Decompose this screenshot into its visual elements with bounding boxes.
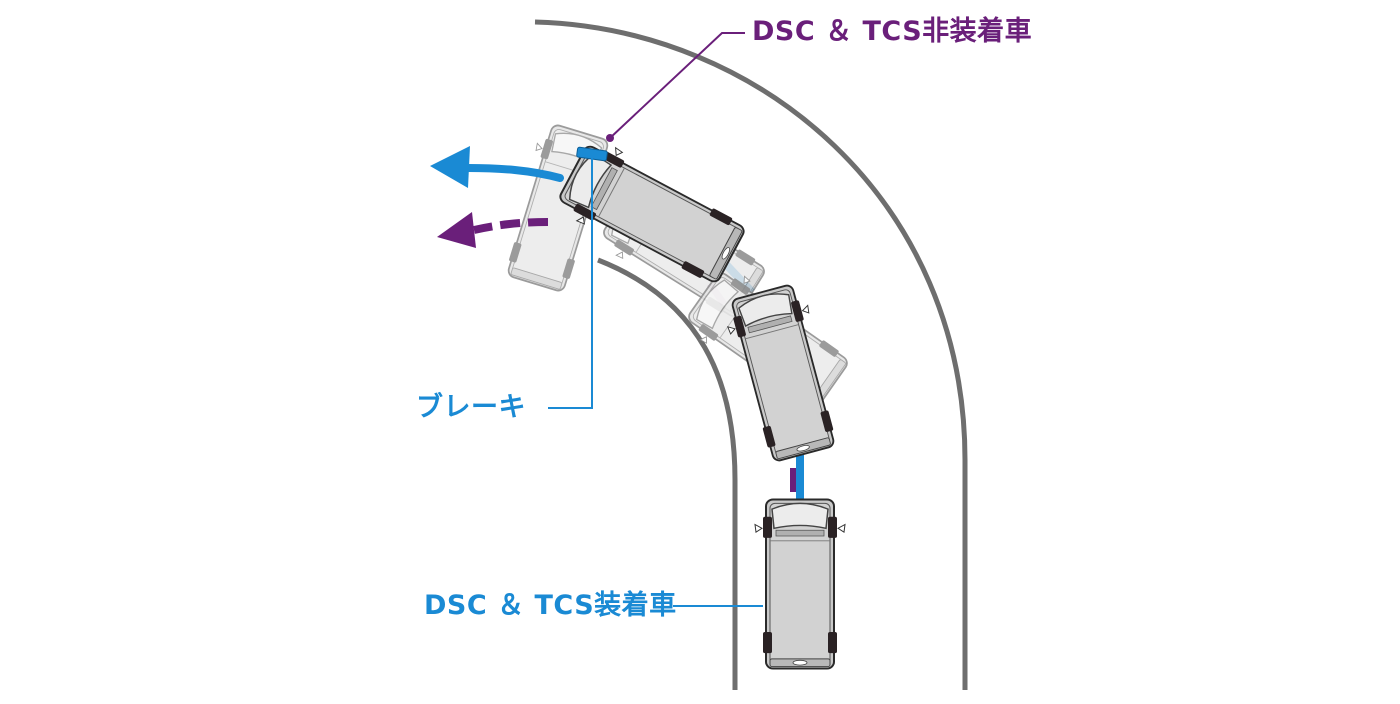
road-outer-edge	[534, 19, 968, 690]
leader-line-without-system	[609, 32, 745, 139]
arrow-without-system-head	[437, 212, 476, 248]
van-equipped-turn	[552, 134, 752, 294]
label-brake: ブレーキ	[416, 392, 526, 423]
arrow-with-system-head	[430, 146, 470, 188]
arrow-with-system	[464, 164, 564, 182]
arrow-without-system	[473, 218, 549, 234]
leader-line-brake	[548, 158, 593, 409]
road-inner-edge	[597, 257, 738, 690]
label-with-system: DSC ＆ TCS装着車	[424, 590, 677, 621]
van-equipped-start	[754, 498, 846, 670]
label-without-system: DSC ＆ TCS非装着車	[752, 16, 1033, 47]
leader-dot-without-system	[606, 134, 614, 142]
